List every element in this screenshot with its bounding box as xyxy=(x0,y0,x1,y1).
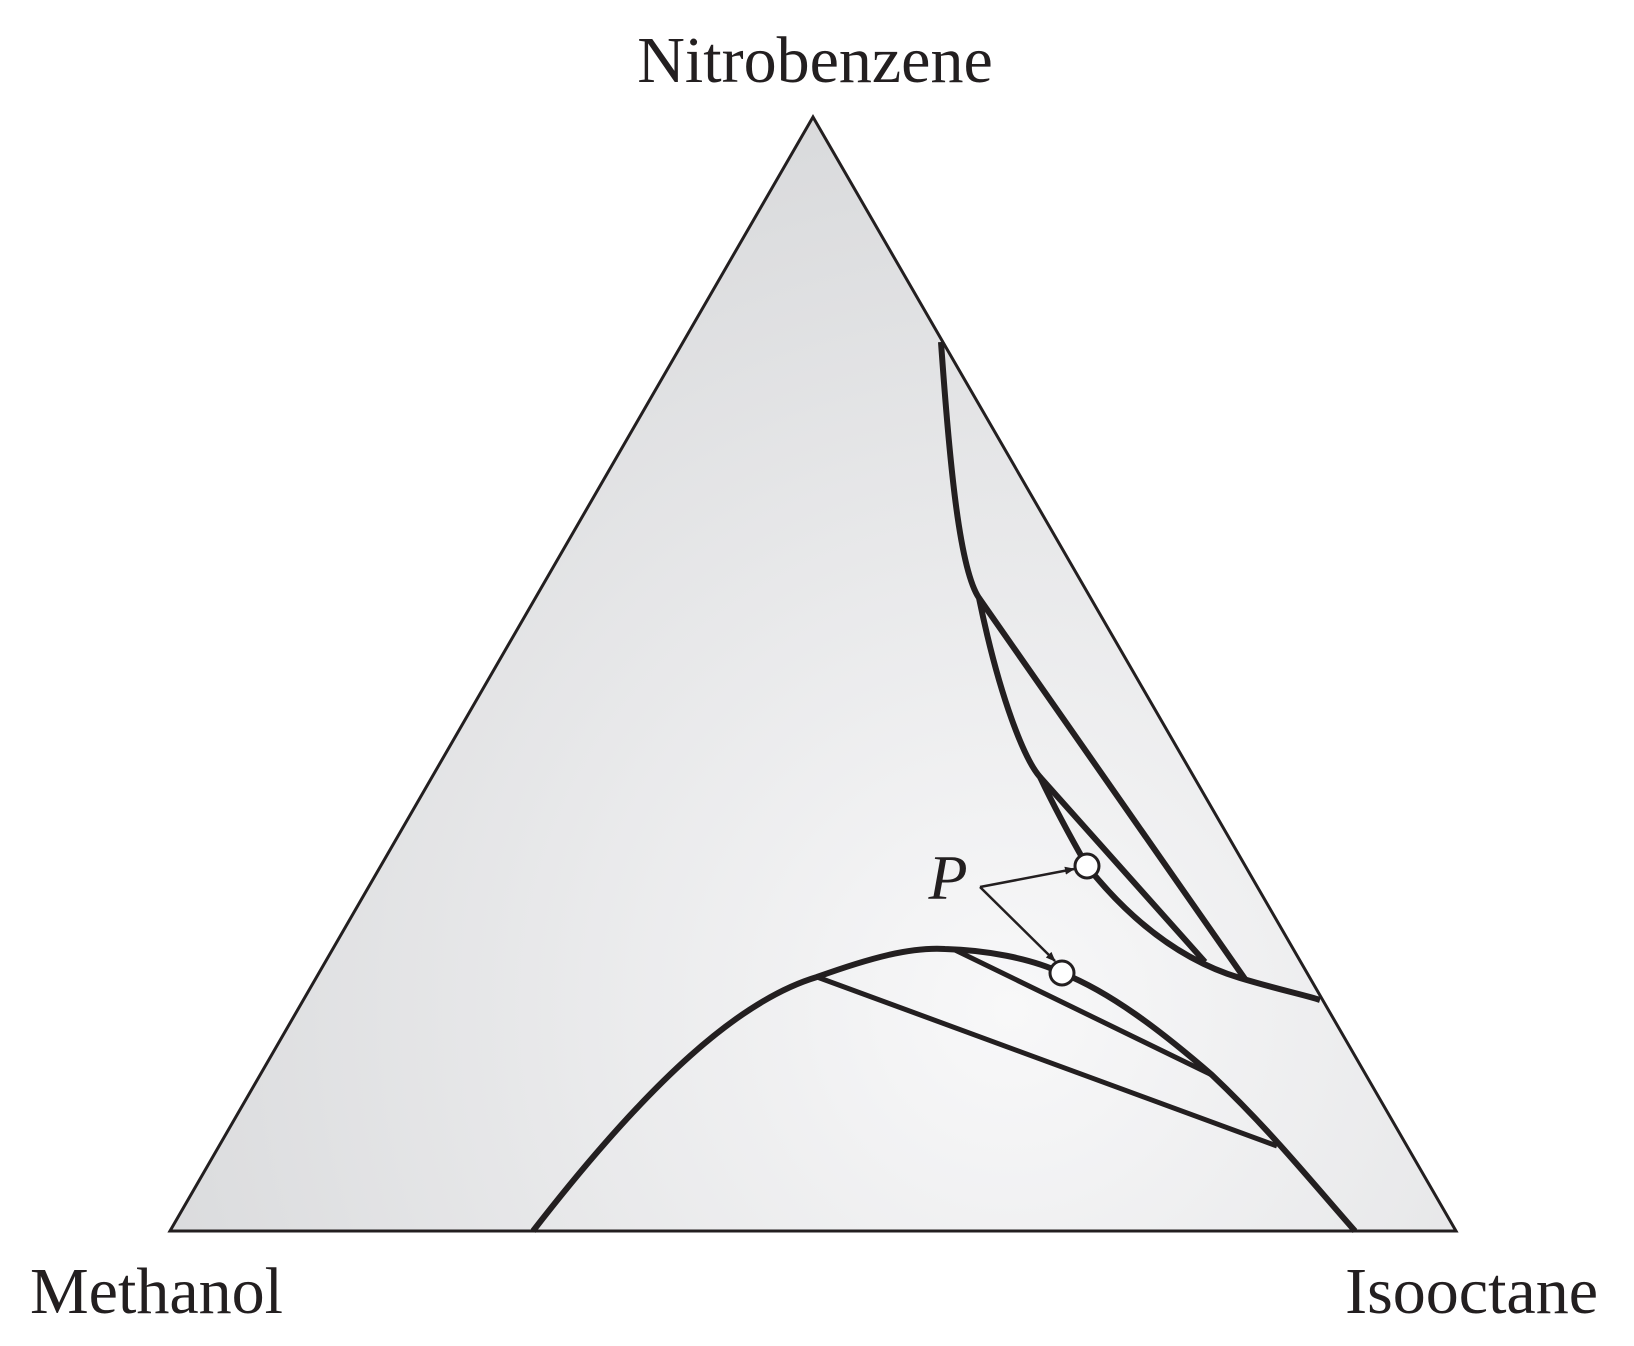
vertex-label-left: Methanol xyxy=(30,1255,283,1328)
vertex-label-top: Nitrobenzene xyxy=(637,24,993,97)
vertex-label-right: Isooctane xyxy=(1345,1255,1598,1328)
binodal-curve-upper xyxy=(938,341,1321,1003)
plait-point-label: P xyxy=(927,842,967,913)
binodal-curve-lower xyxy=(530,945,1358,1233)
plait-point-lower xyxy=(1048,959,1076,987)
tie-line-lower-2 xyxy=(953,947,1214,1078)
plait-point-upper xyxy=(1073,852,1101,880)
tie-line-lower-1 xyxy=(816,974,1278,1149)
tie-line-upper-1 xyxy=(976,596,1248,981)
arrow-to-lower-plait-point xyxy=(979,886,1056,962)
ternary-triangle xyxy=(167,113,1459,1233)
tie-line-upper-2 xyxy=(1037,775,1208,964)
arrow-to-upper-plait-point xyxy=(979,866,1075,889)
